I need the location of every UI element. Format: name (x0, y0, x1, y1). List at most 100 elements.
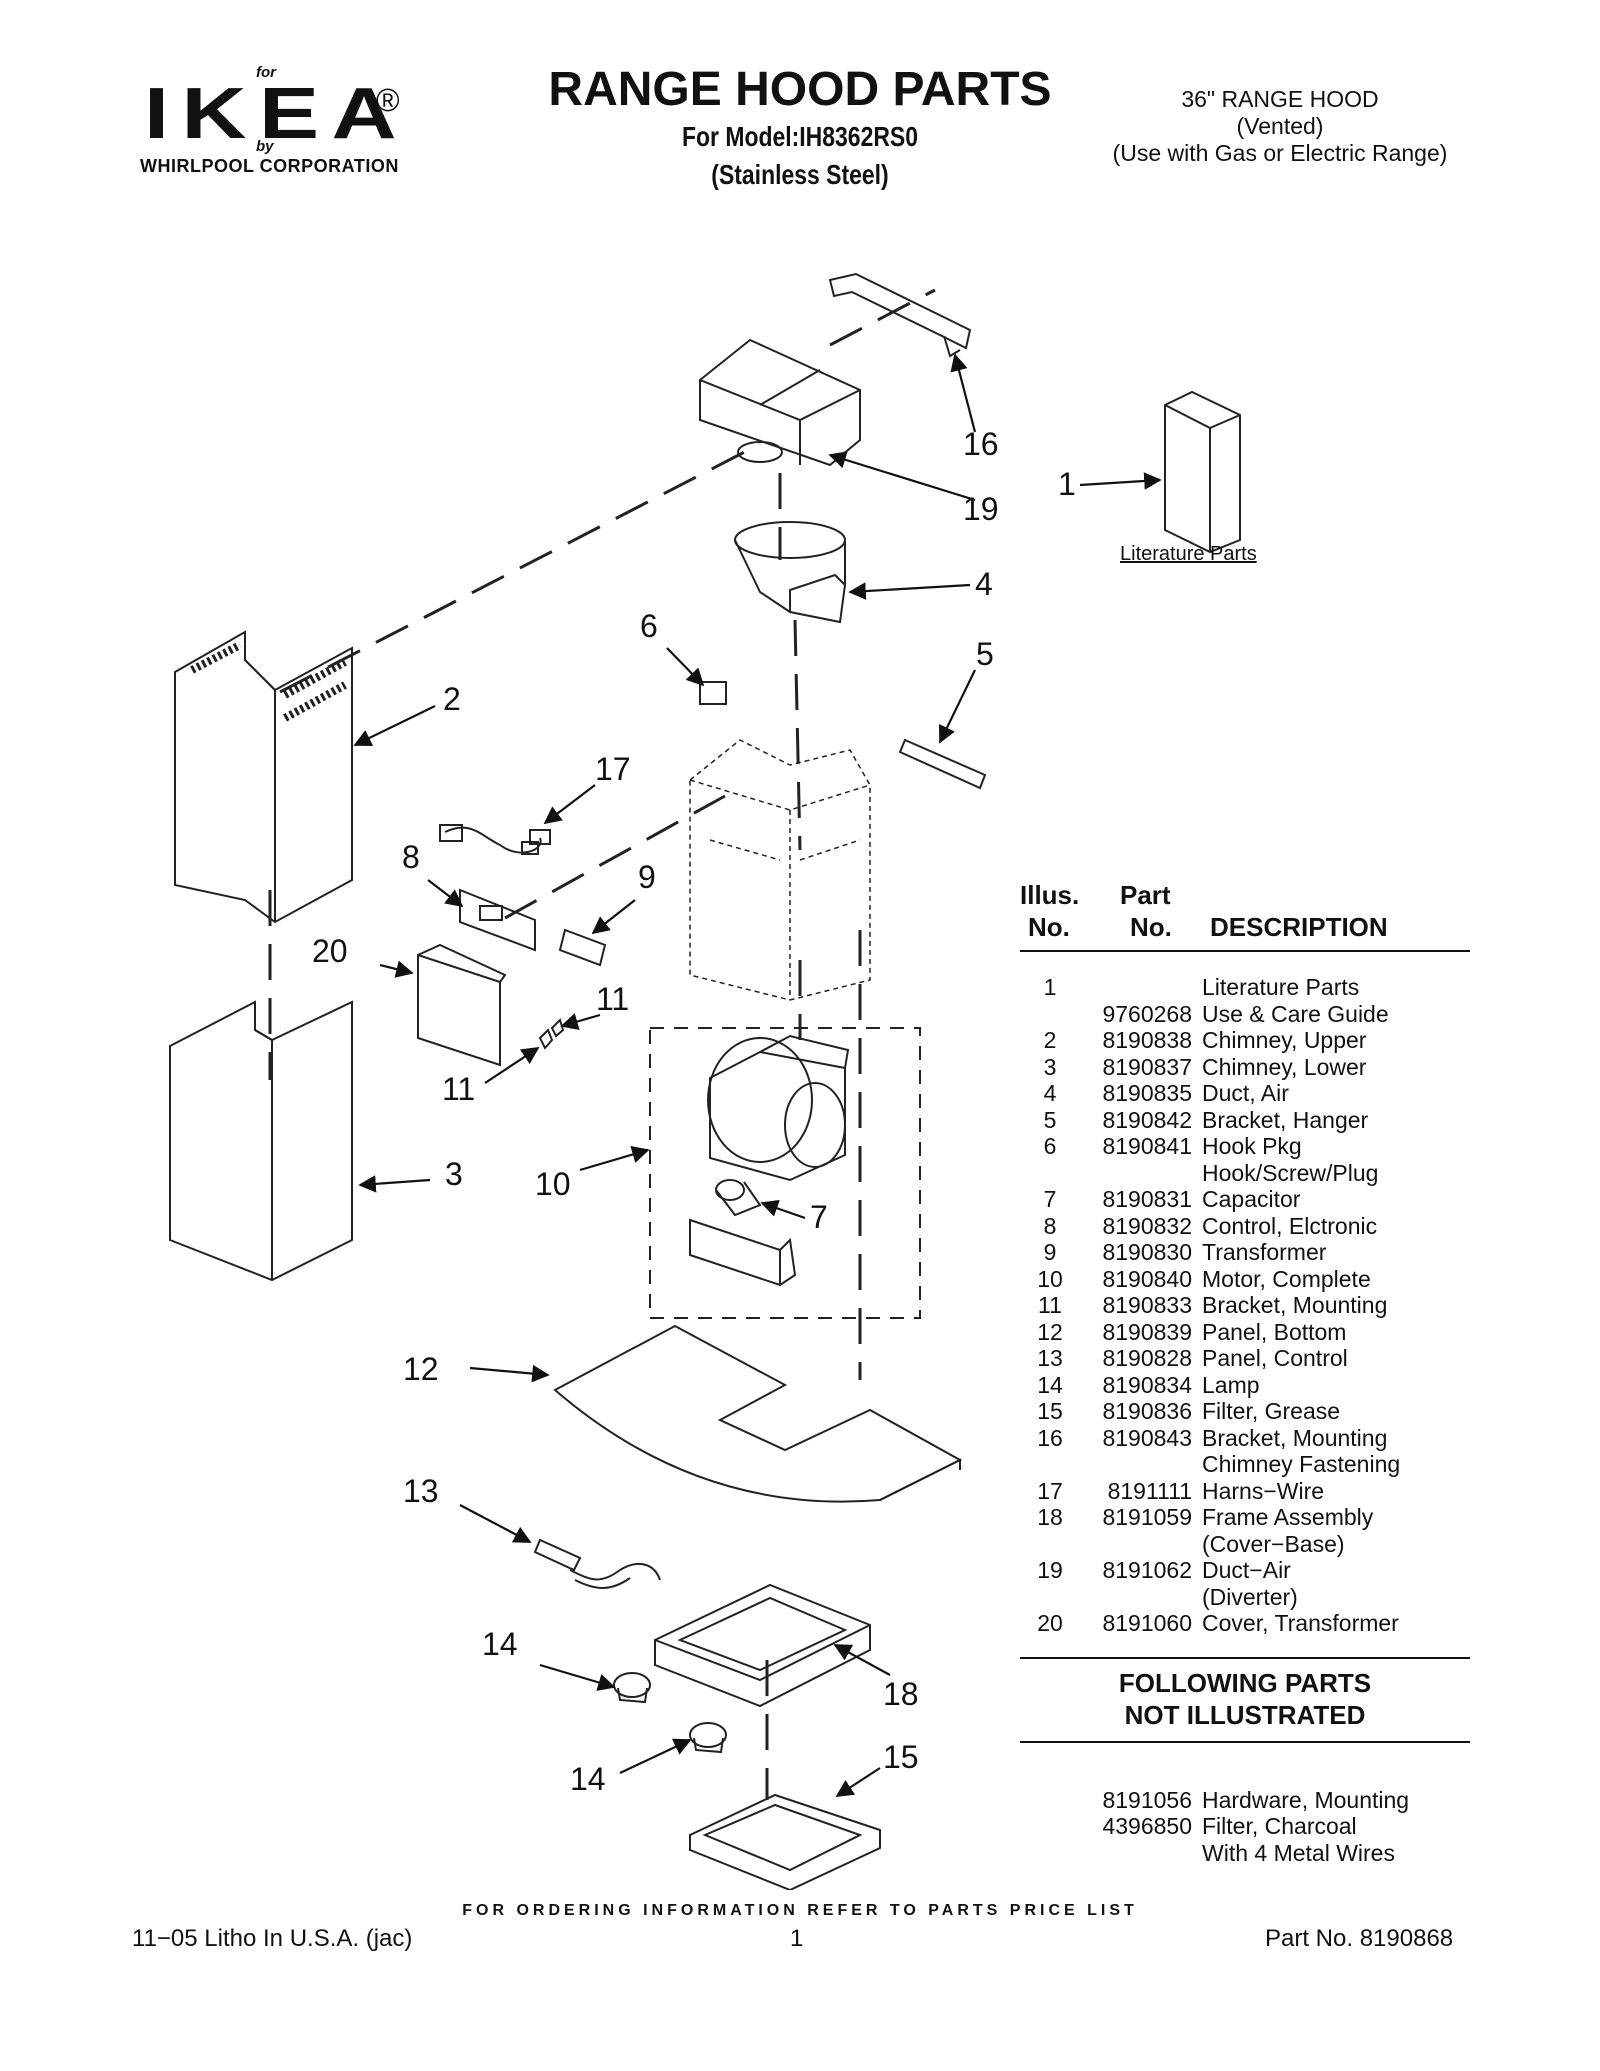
part-description: Bracket, Mounting (1202, 1292, 1388, 1318)
part-description: Harns−Wire (1202, 1477, 1325, 1504)
parts-row: Hook/Screw/Plug (1020, 1160, 1470, 1187)
illus-number (1020, 1787, 1080, 1814)
callout-10: 10 (535, 1166, 571, 1202)
part-number: 8191059 (1102, 1504, 1192, 1530)
part-number: 8190840 (1102, 1265, 1192, 1292)
hood-usage: (Use with Gas or Electric Range) (1112, 140, 1448, 166)
illus-number: 4 (1043, 1080, 1057, 1106)
callout-11-upper: 11 (596, 981, 629, 1017)
hood-info: 36" RANGE HOOD (Vented) (Use with Gas or… (1080, 86, 1480, 167)
part-description: Duct, Air (1202, 1080, 1289, 1106)
part-17-wire-harness (439, 824, 551, 855)
callout-2: 2 (443, 681, 461, 717)
part-4-air-duct (734, 521, 846, 624)
callout-17: 17 (595, 751, 631, 787)
part-10-motor-complete (649, 1027, 921, 1319)
illus-number: 14 (1037, 1371, 1063, 1398)
callout-19: 19 (963, 491, 999, 527)
illus-number: 6 (1043, 1133, 1057, 1159)
part-description: Bracket, Mounting (1202, 1424, 1388, 1451)
callout-6: 6 (640, 608, 658, 644)
part-number: 8190830 (1102, 1239, 1192, 1265)
illus-number: 12 (1037, 1318, 1063, 1345)
parts-row: 2 8190838 Chimney, Upper (1020, 1027, 1470, 1054)
part-description: Hardware, Mounting (1202, 1786, 1410, 1813)
illus-number (1020, 1840, 1080, 1867)
illus-number: 5 (1043, 1106, 1057, 1133)
illus-number (1020, 1001, 1080, 1028)
not-illustrated-heading: FOLLOWING PARTS NOT ILLUSTRATED (1020, 1656, 1470, 1743)
part-number: 8191111 (1107, 1477, 1192, 1504)
part-description: Frame Assembly (1202, 1504, 1374, 1530)
part-8-electronic-control (459, 888, 536, 952)
illus-number (1020, 1584, 1080, 1611)
part-description: (Cover−Base) (1202, 1530, 1345, 1557)
part-description: Chimney, Upper (1202, 1027, 1367, 1053)
header-part-line2: No. (1130, 912, 1172, 942)
part-3-lower-chimney (169, 1000, 353, 1282)
part-number: 8191060 (1102, 1610, 1192, 1636)
part-description: Hook Pkg (1202, 1133, 1302, 1159)
header-part-line1: Part (1120, 880, 1171, 910)
part-number: 8191062 (1102, 1557, 1192, 1583)
part-11-mounting-bracket (538, 1018, 565, 1050)
part-number (1080, 1160, 1202, 1187)
illus-number: 16 (1037, 1424, 1063, 1451)
part-number: 8190833 (1102, 1292, 1192, 1318)
part-number: 8190836 (1102, 1398, 1192, 1424)
illus-number: 9 (1043, 1239, 1057, 1265)
callout-14-lower: 14 (570, 1761, 606, 1797)
part-description: Control, Elctronic (1202, 1212, 1378, 1239)
ikea-whirlpool-logo: for IKEA ® by WHIRLPOOL CORPORATION (140, 60, 410, 190)
part-number (1080, 1840, 1202, 1867)
illus-number: 2 (1043, 1027, 1057, 1053)
header-illus-line2: No. (1028, 912, 1070, 942)
part-19-diverter-duct (699, 338, 861, 467)
illus-number: 20 (1037, 1610, 1063, 1636)
parts-row: Chimney Fastening (1020, 1451, 1470, 1478)
page-title: RANGE HOOD PARTS (548, 63, 1052, 116)
illus-number: 10 (1037, 1265, 1063, 1292)
hood-type: (Vented) (1236, 113, 1324, 139)
part-description: Panel, Control (1202, 1345, 1348, 1371)
part-1-literature (1164, 390, 1241, 554)
part-description: Lamp (1202, 1371, 1260, 1398)
header-description: DESCRIPTION (1210, 912, 1388, 942)
part-16-mounting-bracket (828, 272, 972, 358)
assembly-dash-lines (268, 288, 936, 1800)
callout-18: 18 (883, 1676, 919, 1712)
callout-13: 13 (403, 1473, 439, 1509)
part-number: 8190838 (1102, 1027, 1192, 1053)
part-description: Duct−Air (1202, 1557, 1291, 1583)
part-description: Literature Parts (1202, 974, 1360, 1000)
illus-number: 13 (1037, 1345, 1063, 1371)
part-number: 8190842 (1102, 1106, 1192, 1133)
callout-20: 20 (312, 933, 348, 969)
part-15-grease-filter (689, 1793, 881, 1890)
part-number: 8190837 (1102, 1053, 1192, 1080)
part-description: Chimney Fastening (1202, 1451, 1401, 1477)
part-9-transformer (558, 928, 607, 967)
part-description: Motor, Complete (1202, 1265, 1371, 1292)
part-7-capacitor (715, 1179, 762, 1217)
callout-4: 4 (975, 566, 993, 602)
part-description: Capacitor (1202, 1186, 1301, 1212)
parts-row: (Diverter) (1020, 1584, 1470, 1611)
callout-8: 8 (402, 839, 420, 875)
page-number: 1 (790, 1925, 804, 1952)
motor-mounting-bracket (689, 1218, 797, 1287)
part-number: 8190843 (1102, 1424, 1192, 1451)
part-number: 8190831 (1102, 1186, 1192, 1212)
part-description: Transformer (1202, 1239, 1327, 1265)
illus-number: 8 (1043, 1212, 1057, 1239)
